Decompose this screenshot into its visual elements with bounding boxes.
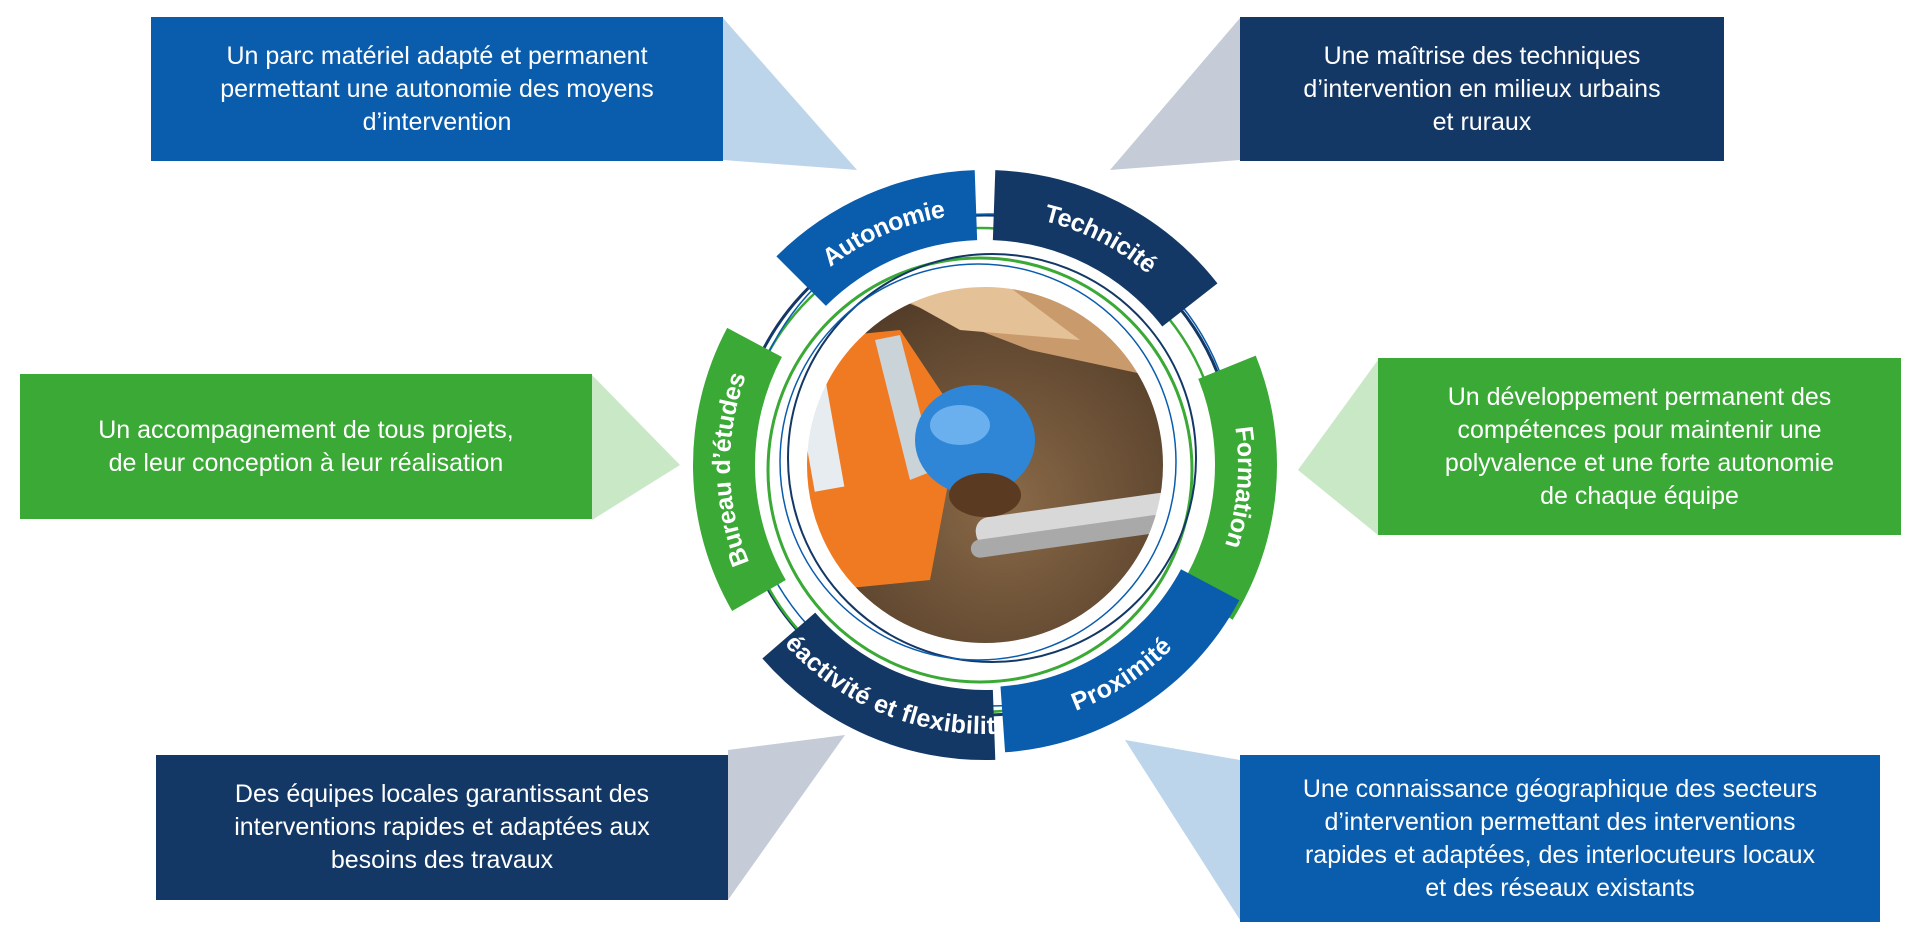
inner-ring-blue	[779, 263, 1177, 661]
box-technicite: Une maîtrise des techniques d’interventi…	[1240, 17, 1724, 161]
center-photo	[805, 285, 1165, 645]
box-autonomie-text: Un parc matériel adapté et permanent per…	[220, 41, 654, 136]
segment-proximite	[1000, 569, 1240, 753]
box-reactivite: Des équipes locales garantissant des int…	[156, 755, 728, 900]
box-proximite: Une connaissance géographique des secteu…	[1240, 755, 1880, 922]
box-bureau: Un accompagnement de tous projets, de le…	[20, 374, 592, 519]
connector-technicite	[1110, 18, 1240, 170]
connector-reactivite	[728, 735, 845, 900]
box-formation: Un développement permanent des compétenc…	[1378, 358, 1901, 535]
connector-proximite	[1125, 740, 1240, 920]
box-proximite-text: Une connaissance géographique des secteu…	[1302, 774, 1818, 902]
box-bureau-text: Un accompagnement de tous projets, de le…	[98, 415, 514, 477]
box-autonomie: Un parc matériel adapté et permanent per…	[151, 17, 723, 161]
segment-autonomie	[776, 170, 978, 306]
segment-technicite	[992, 170, 1218, 327]
box-technicite-text: Une maîtrise des techniques d’interventi…	[1303, 41, 1661, 136]
box-reactivite-text: Des équipes locales garantissant des int…	[234, 780, 650, 874]
segment-bureau	[693, 327, 786, 611]
connector-autonomie	[723, 18, 857, 170]
inner-ring-green	[766, 256, 1194, 684]
segment-formation	[1180, 355, 1277, 620]
connector-bureau	[592, 375, 680, 520]
inner-ring-navy	[787, 253, 1197, 663]
connector-formation	[1298, 360, 1378, 535]
segment-reactivite	[762, 612, 996, 760]
box-formation-text: Un développement permanent des compétenc…	[1444, 382, 1835, 510]
center-photo-border	[803, 283, 1167, 647]
